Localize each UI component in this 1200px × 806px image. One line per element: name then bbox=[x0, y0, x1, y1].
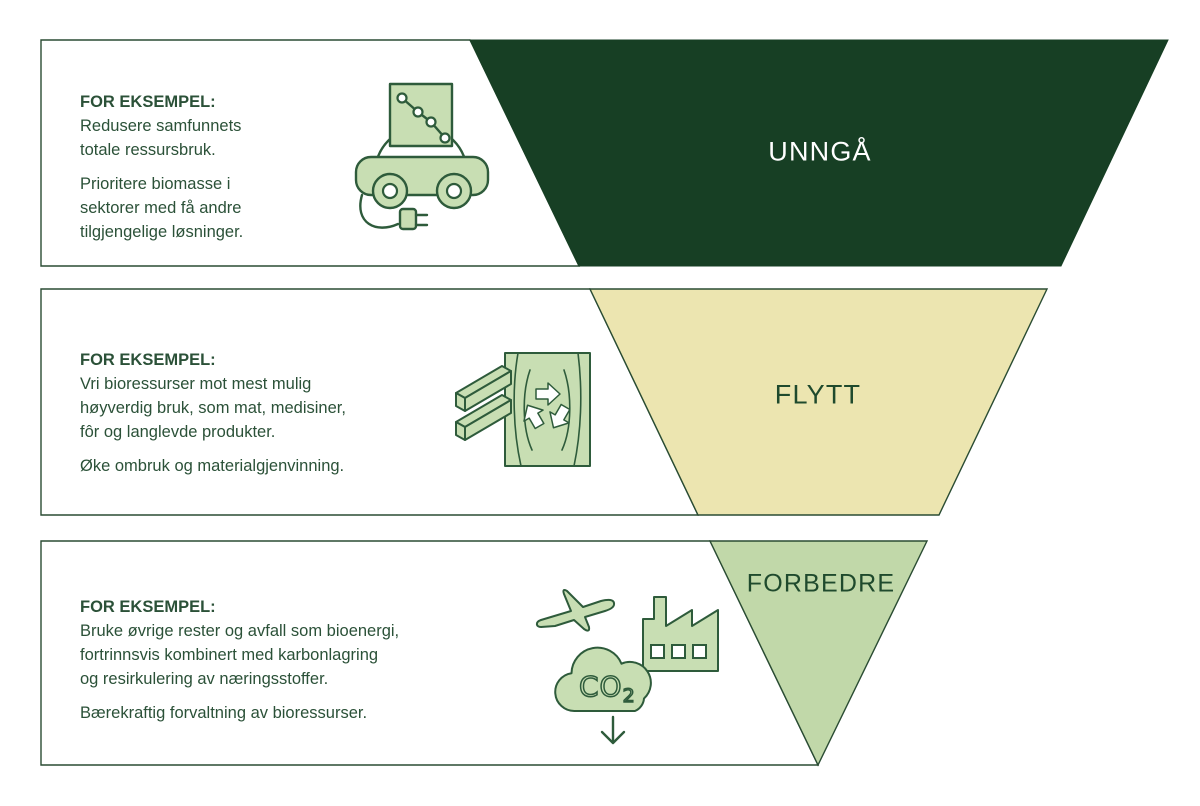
chart-dot bbox=[412, 106, 424, 118]
text-line: Prioritere biomasse i bbox=[80, 175, 231, 193]
chart-dot bbox=[396, 92, 408, 104]
airplane-factory-co2-capture-icon: CO2 bbox=[535, 589, 719, 745]
stage-label-unnga: UNNGÅ bbox=[768, 136, 872, 167]
charging-cable bbox=[359, 193, 400, 229]
example-heading: FOR EKSEMPEL: bbox=[80, 598, 216, 616]
factory-window bbox=[671, 644, 686, 659]
wheel-hub bbox=[445, 182, 463, 200]
recycling-symbol bbox=[523, 382, 571, 430]
co2-text: CO2 bbox=[579, 670, 636, 707]
factory-window bbox=[692, 644, 707, 659]
text-line: fôr og langlevde produkter. bbox=[80, 423, 276, 441]
text-line: Bruke øvrige rester og avfall som bioene… bbox=[80, 622, 400, 640]
text-line: høyverdig bruk, som mat, medisiner, bbox=[80, 399, 346, 417]
stage-label-forbedre: FORBEDRE bbox=[746, 569, 896, 598]
declining-chart-line bbox=[400, 96, 447, 140]
recycle-arrow bbox=[535, 382, 561, 406]
plank-end bbox=[455, 392, 466, 412]
text-line: fortrinnsvis kombinert med karbonlagring bbox=[80, 646, 379, 664]
timber-recycling-icon bbox=[455, 352, 591, 467]
capture-arrow-head bbox=[600, 730, 626, 745]
wheel-hub bbox=[381, 182, 399, 200]
funnel-segment-flytt bbox=[588, 288, 1049, 516]
wood-grain-line bbox=[523, 369, 533, 451]
text-line: Vri bioressurser mot mest mulig bbox=[80, 375, 312, 393]
stage-label-flytt: FLYTT bbox=[774, 379, 862, 410]
example-text-flytt: FOR EKSEMPEL: Vri bioressurser mot mest … bbox=[80, 348, 346, 478]
co2-cloud bbox=[554, 646, 652, 713]
example-heading: FOR EKSEMPEL: bbox=[80, 93, 216, 111]
chart-dot bbox=[439, 132, 451, 144]
plug-body bbox=[398, 207, 418, 231]
recycle-arrow bbox=[549, 403, 571, 429]
factory-window bbox=[650, 644, 665, 659]
plank-end bbox=[455, 421, 466, 441]
text-line: tilgjengelige løsninger. bbox=[80, 223, 244, 241]
text-line: Bærekraftig forvaltning av bioressurser. bbox=[80, 704, 368, 722]
stacked-planks bbox=[455, 365, 512, 441]
chart-dot bbox=[425, 116, 437, 128]
airplane bbox=[535, 589, 616, 632]
example-heading: FOR EKSEMPEL: bbox=[80, 351, 216, 369]
funnel-segment-unnga bbox=[469, 39, 1169, 267]
text-line: sektorer med få andre bbox=[80, 199, 242, 217]
plug-prongs bbox=[414, 213, 429, 227]
funnel-segment-forbedre bbox=[708, 540, 929, 767]
factory bbox=[642, 596, 719, 672]
wood-grain-line bbox=[513, 352, 522, 467]
recycle-arrow bbox=[523, 404, 545, 430]
example-text-unnga: FOR EKSEMPEL: Redusere samfunnets totale… bbox=[80, 90, 243, 244]
text-line: totale ressursbruk. bbox=[80, 141, 216, 159]
electric-car-declining-chart-icon bbox=[354, 82, 490, 231]
text-line: Øke ombruk og materialgjenvinning. bbox=[80, 457, 345, 475]
wood-grain-line bbox=[573, 352, 582, 467]
text-line: Redusere samfunnets bbox=[80, 117, 242, 135]
text-line: og resirkulering av næringsstoffer. bbox=[80, 670, 329, 688]
example-text-forbedre: FOR EKSEMPEL: Bruke øvrige rester og avf… bbox=[80, 595, 399, 725]
